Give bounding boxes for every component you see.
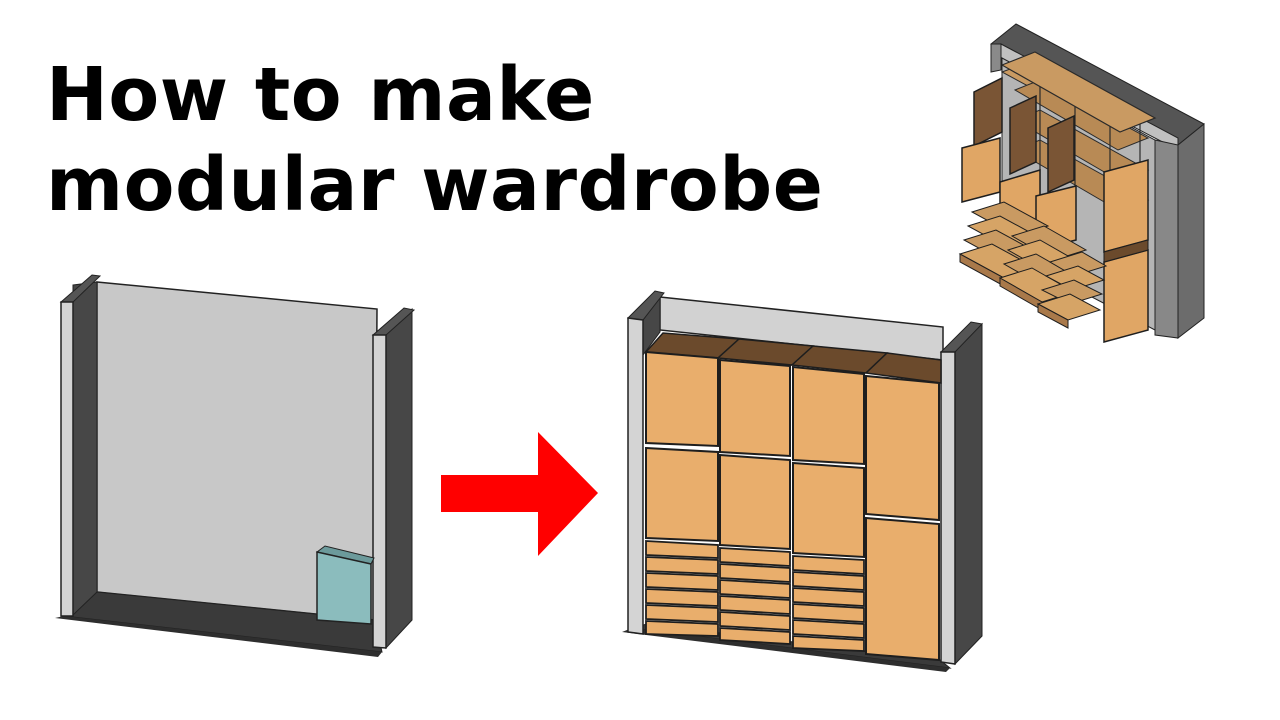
wardrobe-front	[622, 290, 984, 672]
drawers-column-2	[719, 547, 791, 645]
small-box	[315, 545, 375, 625]
exploded-drawers	[958, 201, 1108, 329]
title-line-2: modular wardrobe	[46, 142, 824, 228]
drawers-column-3	[792, 555, 865, 652]
drawers-column-1	[645, 540, 719, 637]
right-arrow-icon	[441, 432, 598, 556]
empty-niche	[55, 274, 416, 657]
title-line-1: How to make	[46, 52, 595, 138]
page-title: How to make modular wardrobe	[46, 50, 823, 230]
wardrobe-exploded	[958, 23, 1205, 343]
